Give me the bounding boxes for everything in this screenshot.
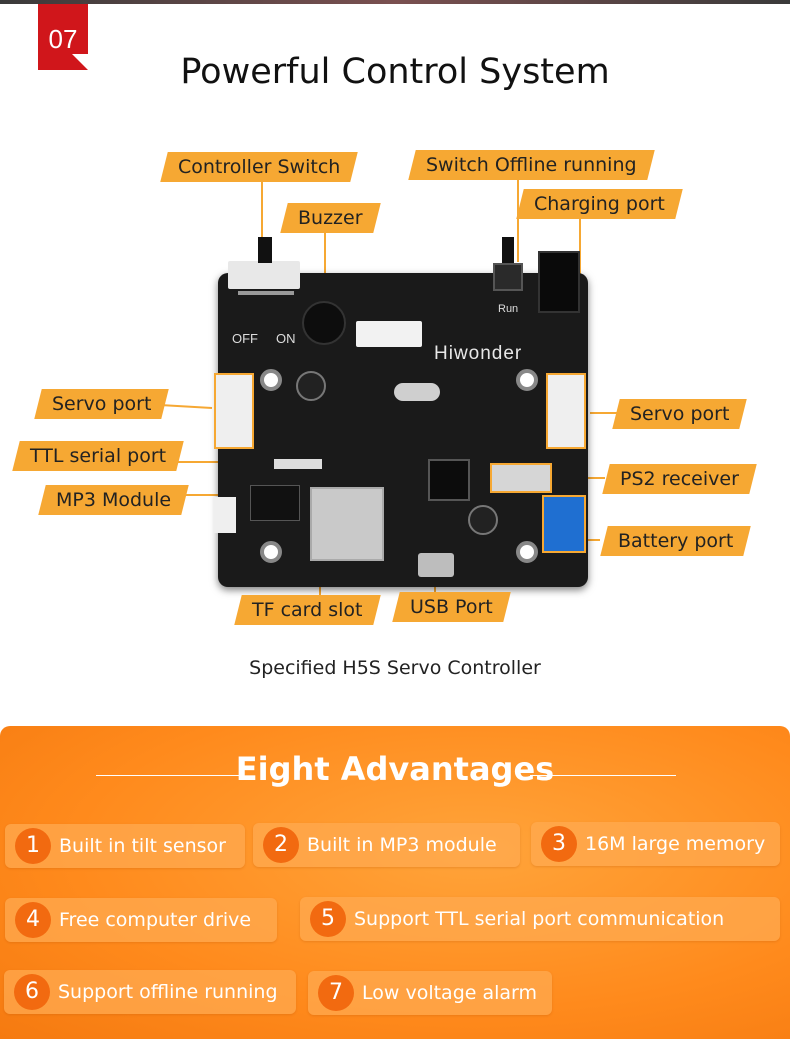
switch-pins <box>238 291 294 309</box>
servo-controller-board: OFF ON Run Hiwonder <box>214 237 588 587</box>
page-title: Powerful Control System <box>180 52 610 92</box>
run-button-top <box>502 237 514 263</box>
label-buzzer: Buzzer <box>280 203 381 233</box>
advantage-text: Support TTL serial port communication <box>354 908 725 930</box>
on-label: ON <box>276 331 296 346</box>
label-battery-port: Battery port <box>600 526 752 556</box>
advantage-text: Built in tilt sensor <box>59 835 226 857</box>
label-switch-offline: Switch Offline running <box>408 150 655 180</box>
advantage-number: 5 <box>310 901 346 937</box>
advantage-item: 1 Built in tilt sensor <box>5 824 245 868</box>
tf-card-socket <box>310 487 384 561</box>
label-servo-port-right: Servo port <box>612 399 748 429</box>
advantage-number: 4 <box>15 902 51 938</box>
buzzer <box>302 301 346 345</box>
crystal <box>394 383 440 401</box>
advantage-text: Low voltage alarm <box>362 982 538 1004</box>
advantage-item: 2 Built in MP3 module <box>253 823 520 867</box>
advantage-text: 16M large memory <box>585 833 766 855</box>
usb-connector <box>418 553 454 577</box>
ps2-socket <box>490 463 552 493</box>
advantage-text: Support offline running <box>58 981 278 1003</box>
label-usb-port: USB Port <box>392 592 511 622</box>
advantage-number: 1 <box>15 828 51 864</box>
capacitor <box>296 371 326 401</box>
label-tf-card-slot: TF card slot <box>234 595 381 625</box>
label-mp3-module: MP3 Module <box>38 485 189 515</box>
run-label: Run <box>498 303 519 315</box>
mount-hole <box>516 541 538 563</box>
battery-terminal <box>542 495 586 553</box>
advantages-title: Eight Advantages <box>235 750 555 788</box>
title-rule-right <box>530 775 676 776</box>
run-button <box>493 263 523 291</box>
label-controller-switch: Controller Switch <box>160 152 359 182</box>
label-ps2-receiver: PS2 receiver <box>602 464 757 494</box>
advantage-item: 6 Support offline running <box>4 970 296 1014</box>
advantage-text: Built in MP3 module <box>307 834 497 856</box>
advantage-number: 2 <box>263 827 299 863</box>
mount-hole <box>516 369 538 391</box>
top-border <box>0 0 790 4</box>
ttl-header <box>274 459 322 469</box>
mp3-chip <box>250 485 300 521</box>
advantage-item: 7 Low voltage alarm <box>308 971 552 1015</box>
mount-hole <box>260 369 282 391</box>
advantage-item: 4 Free computer drive <box>5 898 277 942</box>
off-label: OFF <box>232 331 258 346</box>
servo-header-right <box>546 373 586 449</box>
section-number-badge: 07 <box>38 4 88 70</box>
title-rule-left <box>96 775 240 776</box>
switch-knob <box>258 237 272 263</box>
mount-hole <box>260 541 282 563</box>
advantage-number: 3 <box>541 826 577 862</box>
brand-logo: Hiwonder <box>434 343 523 364</box>
advantage-item: 5 Support TTL serial port communication <box>300 897 780 941</box>
section-number: 07 <box>48 24 78 54</box>
controller-switch <box>228 261 300 289</box>
charging-jack <box>538 251 580 313</box>
board-caption: Specified H5S Servo Controller <box>249 657 541 679</box>
label-charging-port: Charging port <box>516 189 683 219</box>
label-servo-port-left: Servo port <box>34 389 170 419</box>
advantage-number: 6 <box>14 974 50 1010</box>
advantage-text: Free computer drive <box>59 909 252 931</box>
microcontroller <box>428 459 470 501</box>
side-connector <box>214 497 236 533</box>
label-ttl-serial-port: TTL serial port <box>12 441 184 471</box>
servo-header-left <box>214 373 254 449</box>
header-connector <box>356 321 422 347</box>
capacitor <box>468 505 498 535</box>
advantage-number: 7 <box>318 975 354 1011</box>
advantage-item: 3 16M large memory <box>531 822 780 866</box>
